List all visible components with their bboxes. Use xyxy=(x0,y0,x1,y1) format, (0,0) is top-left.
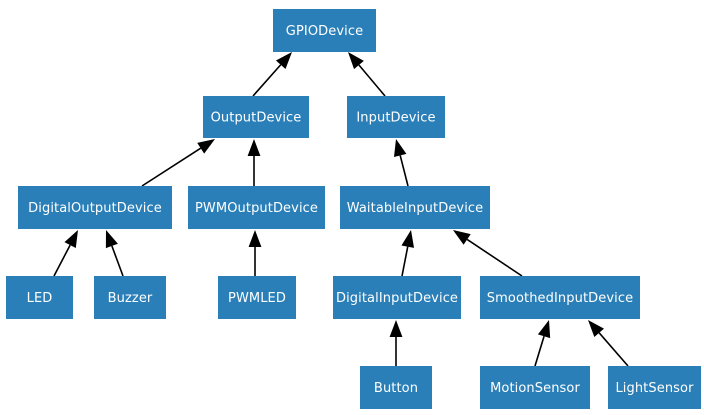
class-node-outputdevice[interactable]: OutputDevice xyxy=(203,96,309,138)
edge-line xyxy=(252,64,282,97)
class-node-box[interactable] xyxy=(608,366,701,409)
arrowhead-icon xyxy=(275,52,292,69)
arrowhead-icon xyxy=(389,320,403,337)
class-node-gpiodevice[interactable]: GPIODevice xyxy=(273,9,376,52)
class-node-box[interactable] xyxy=(188,186,325,229)
inheritance-edge: pwmled -> pwmoutputdevice xyxy=(248,230,262,276)
inheritance-edge: lightsensor -> smoothedinputdevice xyxy=(588,320,629,367)
arrowhead-icon xyxy=(394,139,407,158)
class-node-box[interactable] xyxy=(203,96,309,138)
arrowhead-icon xyxy=(248,230,262,247)
edge-line xyxy=(401,246,409,277)
edge-line xyxy=(598,332,629,367)
class-node-button[interactable]: Button xyxy=(360,366,432,409)
arrowhead-icon xyxy=(537,320,551,339)
arrowhead-icon xyxy=(588,320,604,338)
inheritance-edge: digitalinputdevice -> waitableinputdevic… xyxy=(401,230,415,277)
inheritance-edge: buzzer -> digitaloutputdevice xyxy=(105,230,124,277)
class-node-motionsensor[interactable]: MotionSensor xyxy=(480,366,590,409)
arrowhead-icon xyxy=(453,230,471,245)
class-node-box[interactable] xyxy=(333,276,461,319)
inheritance-edge: inputdevice -> gpiodevice xyxy=(348,52,386,97)
inheritance-edge: outputdevice -> gpiodevice xyxy=(252,52,292,97)
inheritance-edge: pwmoutputdevice -> outputdevice xyxy=(247,139,261,186)
inheritance-edge: smoothedinputdevice -> waitableinputdevi… xyxy=(453,230,523,277)
edges-layer: outputdevice -> gpiodevice inputdevice ->… xyxy=(53,52,629,367)
inheritance-edge: button -> digitalinputdevice xyxy=(389,320,403,366)
class-node-box[interactable] xyxy=(218,276,296,319)
class-node-digitaloutputdevice[interactable]: DigitalOutputDevice xyxy=(18,186,172,229)
class-node-inputdevice[interactable]: InputDevice xyxy=(347,96,445,138)
edge-line xyxy=(141,147,202,187)
arrowhead-icon xyxy=(105,230,118,249)
arrowhead-icon xyxy=(247,139,261,156)
class-node-lightsensor[interactable]: LightSensor xyxy=(608,366,701,409)
class-node-box[interactable] xyxy=(480,276,640,319)
edge-line xyxy=(466,238,523,277)
class-node-digitalinputdevice[interactable]: DigitalInputDevice xyxy=(333,276,461,319)
class-node-box[interactable] xyxy=(340,186,490,229)
arrowhead-icon xyxy=(401,230,415,248)
inheritance-edge: digitaloutputdevice -> outputdevice xyxy=(141,139,215,187)
class-node-box[interactable] xyxy=(347,96,445,138)
edge-line xyxy=(534,336,545,367)
edge-line xyxy=(111,245,124,277)
class-node-pwmoutputdevice[interactable]: PWMOutputDevice xyxy=(188,186,325,229)
edge-line xyxy=(399,155,409,187)
arrowhead-icon xyxy=(348,52,364,70)
inheritance-edge: led -> digitaloutputdevice xyxy=(53,230,78,277)
class-node-led[interactable]: LED xyxy=(6,276,73,319)
class-node-box[interactable] xyxy=(480,366,590,409)
inheritance-edge: waitableinputdevice -> inputdevice xyxy=(394,139,409,187)
class-node-box[interactable] xyxy=(6,276,73,319)
class-node-box[interactable] xyxy=(360,366,432,409)
arrowhead-icon xyxy=(197,139,215,154)
edge-line xyxy=(53,244,71,277)
class-node-buzzer[interactable]: Buzzer xyxy=(94,276,166,319)
class-node-waitableinputdevice[interactable]: WaitableInputDevice xyxy=(340,186,490,229)
class-node-box[interactable] xyxy=(94,276,166,319)
class-node-smoothedinputdevice[interactable]: SmoothedInputDevice xyxy=(480,276,640,319)
edge-line xyxy=(358,64,386,97)
arrowhead-icon xyxy=(64,230,78,249)
inheritance-edge: motionsensor -> smoothedinputdevice xyxy=(534,320,551,367)
class-node-pwmled[interactable]: PWMLED xyxy=(218,276,296,319)
class-node-box[interactable] xyxy=(273,9,376,52)
class-node-box[interactable] xyxy=(18,186,172,229)
